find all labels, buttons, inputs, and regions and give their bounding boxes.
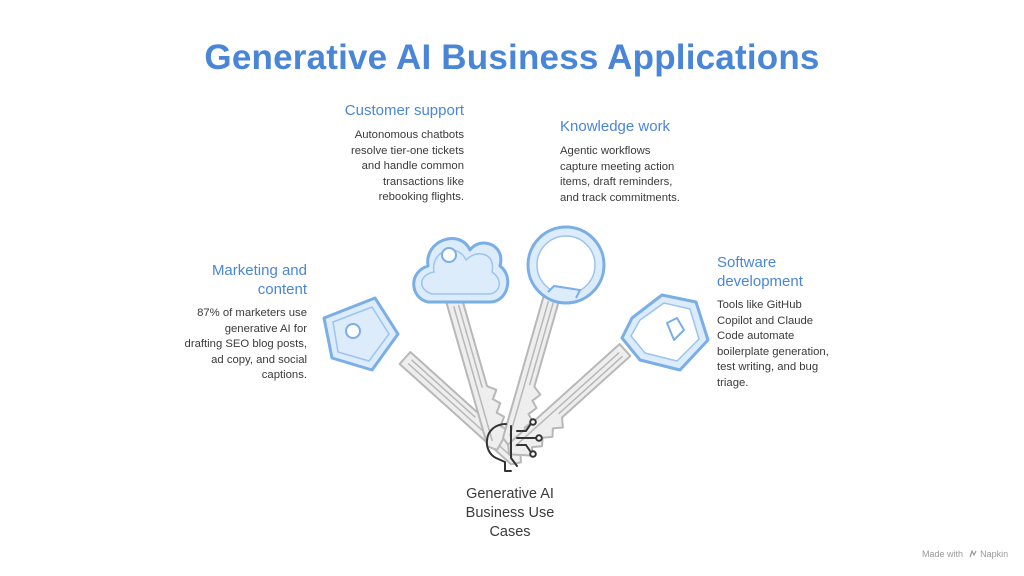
round-key-icon <box>500 225 606 452</box>
software-description: Tools like GitHub Copilot and Claude Cod… <box>717 299 829 389</box>
knowledge-work-heading: Knowledge work <box>560 118 671 135</box>
knowledge-work-description: Agentic workflows capture meeting action… <box>560 145 680 204</box>
cloud-key-icon <box>412 237 514 454</box>
ai-head-circuit-icon <box>485 418 543 472</box>
napkin-logo-icon <box>968 549 977 558</box>
page-title: Generative AI Business Applications <box>204 38 820 77</box>
marketing-description: 87% of marketers use generative AI for d… <box>184 307 307 381</box>
marketing-heading: Marketing and content <box>211 262 307 298</box>
napkin-brand: Napkin <box>980 549 1009 559</box>
made-with-footer[interactable]: Made with Napkin <box>922 549 1008 559</box>
software-heading: Software development <box>717 254 803 290</box>
center-label: Generative AI Business Use Cases <box>465 486 555 540</box>
customer-support-description: Autonomous chatbots resolve tier-one tic… <box>350 129 464 203</box>
hexagon-key-icon <box>502 293 710 468</box>
pentagon-key-icon <box>322 296 533 470</box>
made-with-text: Made with <box>922 549 964 559</box>
customer-support-heading: Customer support <box>344 102 464 119</box>
